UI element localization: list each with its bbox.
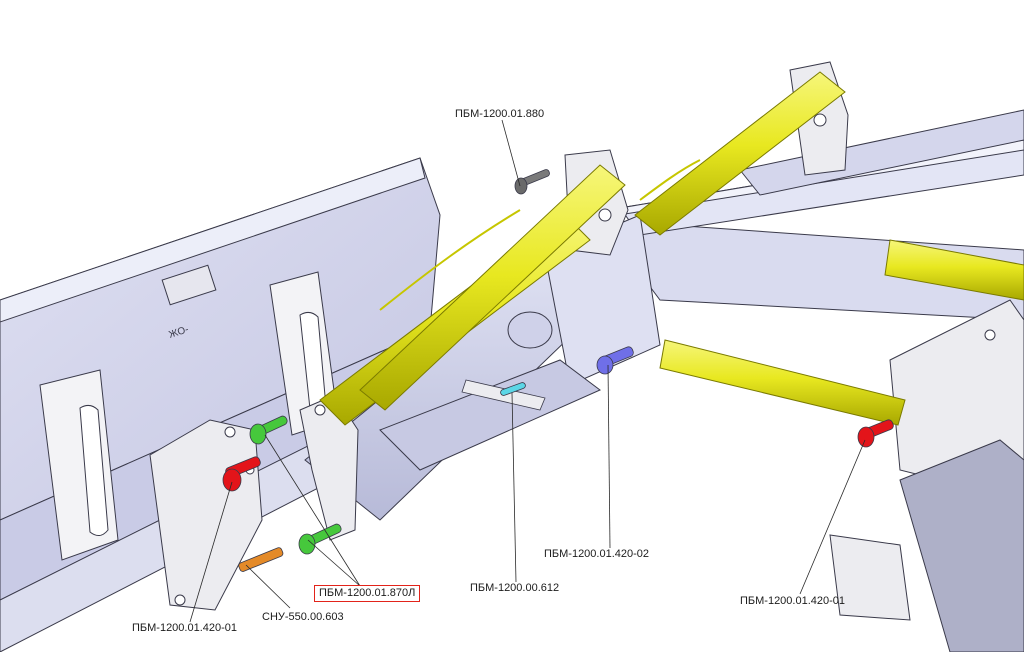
hydraulic-cylinders xyxy=(319,71,1024,426)
leader-420-01-left xyxy=(189,481,233,623)
leader-420-02 xyxy=(607,364,611,549)
pin-420-02 xyxy=(596,346,634,375)
mount-tower xyxy=(829,439,1024,652)
callout-pin-420-01-left: ПБМ-1200.01.420-01 xyxy=(132,622,238,634)
pin-420-01-left xyxy=(222,456,261,492)
leader-612 xyxy=(511,392,517,583)
callout-pin-880: ПБМ-1200.01.880 xyxy=(455,108,545,120)
pin-550-603 xyxy=(238,547,284,572)
callout-pin-612: ПБМ-1200.00.612 xyxy=(470,582,560,594)
leader-lines xyxy=(189,119,866,623)
pin-420-01-right xyxy=(857,419,894,448)
callout-pin-550-603: СНУ-550.00.603 xyxy=(262,611,344,623)
callout-pin-420-01-right: ПБМ-1200.01.420-01 xyxy=(740,595,846,607)
leader-870l-a xyxy=(307,539,361,587)
leader-870l-b xyxy=(264,434,361,587)
leader-550-603 xyxy=(245,564,291,609)
callout-pin-420-02: ПБМ-1200.01.420-02 xyxy=(544,548,650,560)
pin-612 xyxy=(461,379,546,411)
leader-880 xyxy=(501,119,521,187)
callout-pin-870l: ПБМ-1200.01.870Л xyxy=(314,585,421,602)
pin-870l-lower xyxy=(298,523,342,555)
pins xyxy=(222,169,894,572)
leader-420-01-right xyxy=(799,439,866,595)
pin-870l-upper xyxy=(249,415,288,445)
pin-880 xyxy=(514,169,550,195)
